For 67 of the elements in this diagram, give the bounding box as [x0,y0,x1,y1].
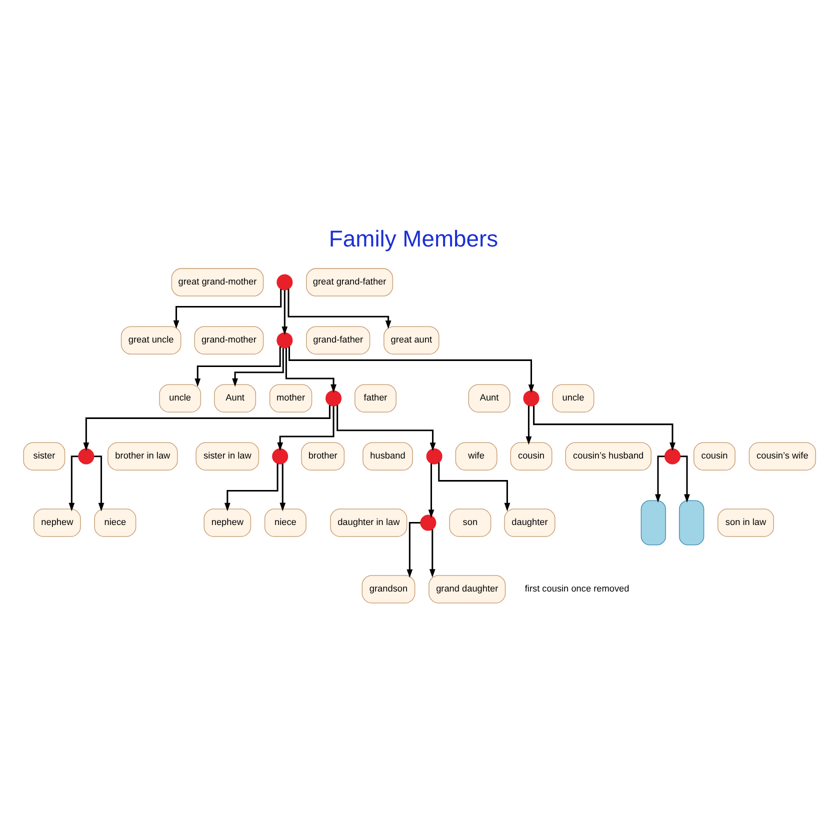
node-box: Aunt [468,384,510,412]
arrow [336,404,436,451]
node-box: wife [455,442,498,470]
node-box: grand daughter [428,574,506,603]
node-box: son in law [718,508,774,536]
arrow [194,346,281,386]
node-heart [664,448,680,464]
arrow [406,522,420,578]
node-box: daughter [504,508,556,536]
arrow [83,404,330,450]
arrow [224,463,278,511]
arrow [533,405,676,450]
node-box: uncle [552,384,594,412]
node-box [678,500,704,545]
node-box: grandson [362,574,416,603]
node-box: Aunt [214,384,256,412]
arrow [282,290,288,334]
arrow [94,455,104,511]
node-box: niece [264,508,306,536]
node-box [640,500,666,545]
node-box: great grand-father [306,268,394,296]
node-box: cousin [693,442,736,470]
node-box: son [449,508,492,536]
arrow [173,288,282,328]
arrow [68,455,78,511]
node-box: grand-mother [194,326,264,354]
node-box: uncle [159,384,202,412]
arrow [277,406,334,450]
arrow [232,348,284,386]
label: first cousin once removed [524,583,630,594]
node-box: father [354,384,397,412]
node-box: grand-father [306,326,370,354]
node-box: cousin’s wife [748,442,816,470]
node-box: daughter in law [330,508,408,536]
node-box: brother [301,442,345,470]
arrow [280,463,286,511]
arrow [655,455,665,502]
arrow [288,346,534,392]
node-box: sister in law [196,442,260,470]
node-heart [272,448,288,464]
node-box: nephew [204,508,252,536]
node-heart [420,514,436,530]
node-heart [326,390,342,406]
node-box: cousin [510,442,552,470]
node-box: mother [269,384,312,412]
node-box: great uncle [120,326,182,354]
node-heart [523,390,540,406]
arrow [288,288,392,328]
node-heart [426,448,442,464]
arrow [526,405,532,444]
arrow [285,348,336,392]
node-box: cousin’s husband [565,442,652,470]
node-box: husband [362,442,413,470]
node-box: brother in law [108,442,178,470]
node-heart [276,332,293,348]
node-heart [78,448,94,464]
arrow [438,462,510,511]
node-heart [276,274,293,290]
arrow [428,462,434,518]
node-box: niece [94,508,136,536]
arrow [429,528,436,578]
node-box: nephew [34,508,81,536]
node-box: great grand-mother [171,268,264,296]
node-box: great aunt [384,326,440,354]
diagram-title: Family Members [328,224,498,251]
node-box: sister [23,442,66,470]
arrow [680,455,690,502]
